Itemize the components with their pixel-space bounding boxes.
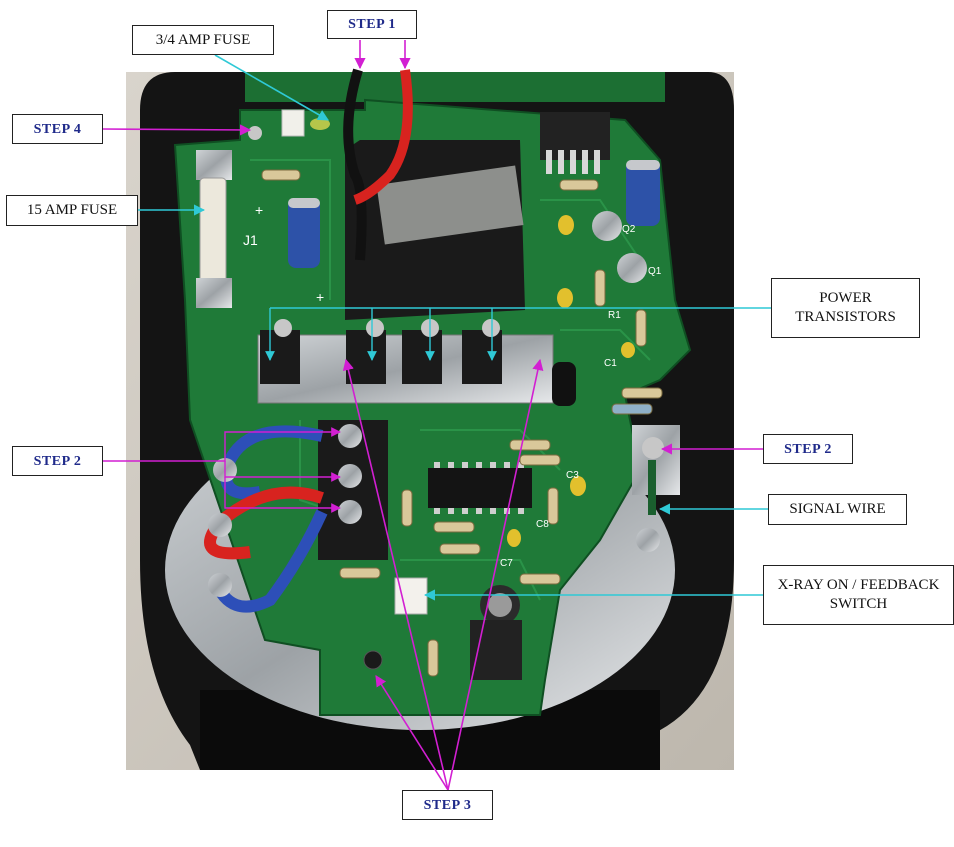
pcb-mark-plus-b: + (316, 289, 324, 305)
pointer-step3-c (375, 675, 449, 791)
pointer-step3-b (447, 358, 544, 791)
pcb-mark-j1: J1 (243, 232, 258, 248)
pcb-mark-c3: C3 (566, 470, 579, 481)
black-cylinder (552, 362, 576, 406)
label-step1: STEP 1 (327, 10, 417, 39)
pcb-mark-c1: C1 (604, 358, 617, 369)
pointer-step2-left (103, 427, 341, 462)
label-xray-switch: X-RAY ON / FEEDBACK SWITCH (763, 565, 954, 625)
resistors (261, 169, 663, 677)
pcb-mark-c7: C7 (500, 558, 513, 569)
fuse-3-4-amp (281, 109, 305, 137)
mounting-screw (363, 650, 383, 670)
transistor-can-q1 (617, 253, 647, 283)
label-xray-switch-line1: X-RAY ON / FEEDBACK (777, 577, 940, 593)
label-power-transistors-line1: POWER (819, 290, 872, 306)
red-wire (353, 69, 413, 205)
transistor-can-q2 (592, 211, 622, 241)
capacitor-blue-left (288, 198, 320, 268)
top-board (245, 72, 665, 102)
pcb-mark-plus-a: + (255, 202, 263, 218)
pointer-step3-a (342, 358, 449, 791)
label-3-4-amp-fuse: 3/4 AMP FUSE (132, 25, 274, 55)
pcb-mark-q1: Q1 (648, 266, 662, 277)
ribbon-cable (376, 165, 524, 245)
pointer-step4 (102, 124, 252, 136)
pcb-mark-q2: Q2 (622, 224, 636, 235)
label-step2-right: STEP 2 (763, 434, 853, 464)
capacitor-blue-right (626, 160, 660, 226)
label-step2-left: STEP 2 (12, 446, 103, 476)
power-transistors (260, 319, 502, 384)
label-power-transistors-line2: TRANSISTORS (795, 309, 896, 325)
label-15-amp-fuse: 15 AMP FUSE (6, 195, 138, 226)
label-signal-wire: SIGNAL WIRE (768, 494, 907, 525)
pcb-mark-r1: R1 (608, 310, 621, 321)
pcb-mark-c8: C8 (536, 519, 549, 530)
label-step3: STEP 3 (402, 790, 493, 820)
blue-wire-lower (209, 509, 328, 613)
black-wire (343, 68, 367, 261)
fuse-15-amp (196, 150, 232, 308)
pointer-3-4-fuse (214, 54, 329, 121)
label-step4: STEP 4 (12, 114, 103, 144)
ceramic-capacitors (507, 215, 635, 547)
label-power-transistors: POWER TRANSISTORS (771, 278, 920, 338)
label-xray-switch-line2: SWITCH (829, 596, 888, 612)
